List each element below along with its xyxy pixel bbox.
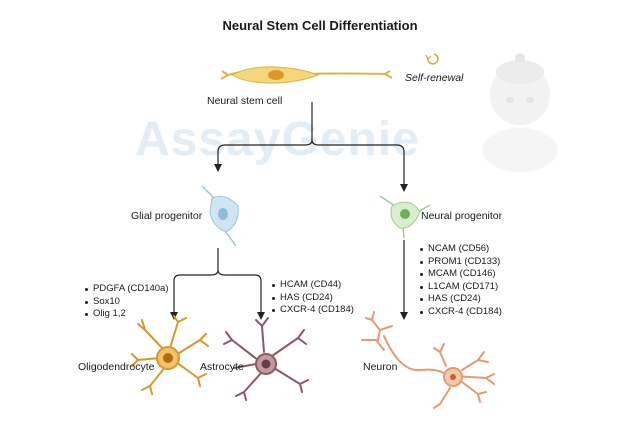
neuron-label: Neuron	[363, 361, 398, 373]
glial-progenitor-label: Glial progenitor	[131, 210, 203, 222]
marker-item: Sox10	[84, 296, 169, 309]
marker-item: HAS (CD24)	[271, 292, 354, 305]
marker-item: Olig 1,2	[84, 308, 169, 321]
marker-item: NCAM (CD56)	[419, 243, 502, 256]
glial-progenitor-illustration	[201, 185, 239, 247]
oligodendrocyte-marker-list: PDGFA (CD140a) Sox10 Olig 1,2	[84, 283, 169, 321]
marker-item: HCAM (CD44)	[271, 279, 354, 292]
refresh-icon	[425, 53, 439, 65]
marker-item: CXCR-4 (CD184)	[271, 304, 354, 317]
genie-logo	[482, 53, 558, 172]
marker-item: PDGFA (CD140a)	[84, 283, 169, 296]
astrocyte-illustration	[223, 317, 309, 401]
neural-stem-cell-label: Neural stem cell	[207, 95, 283, 107]
watermark-text: AssayGenie	[135, 113, 420, 166]
self-renewal-label: Self-renewal	[405, 72, 464, 84]
neural-progenitor-label: Neural progenitor	[421, 210, 503, 222]
astrocyte-marker-list: HCAM (CD44) HAS (CD24) CXCR-4 (CD184)	[271, 279, 354, 317]
neuron-marker-list: NCAM (CD56) PROM1 (CD133) MCAM (CD146) L…	[419, 243, 502, 318]
neural-stem-cell-illustration	[220, 66, 393, 84]
marker-item: L1CAM (CD171)	[419, 281, 502, 294]
neural-progenitor-illustration	[379, 195, 431, 239]
oligodendrocyte-illustration	[131, 315, 209, 395]
diagram-title: Neural Stem Cell Differentiation	[222, 18, 418, 33]
oligodendrocyte-label: Oligodendrocyte	[78, 361, 155, 373]
marker-item: MCAM (CD146)	[419, 268, 502, 281]
neuron-illustration	[361, 311, 495, 409]
marker-item: PROM1 (CD133)	[419, 256, 502, 269]
marker-item: HAS (CD24)	[419, 293, 502, 306]
marker-item: CXCR-4 (CD184)	[419, 306, 502, 319]
connector-lines	[170, 102, 408, 320]
astrocyte-label: Astrocyte	[200, 361, 244, 373]
